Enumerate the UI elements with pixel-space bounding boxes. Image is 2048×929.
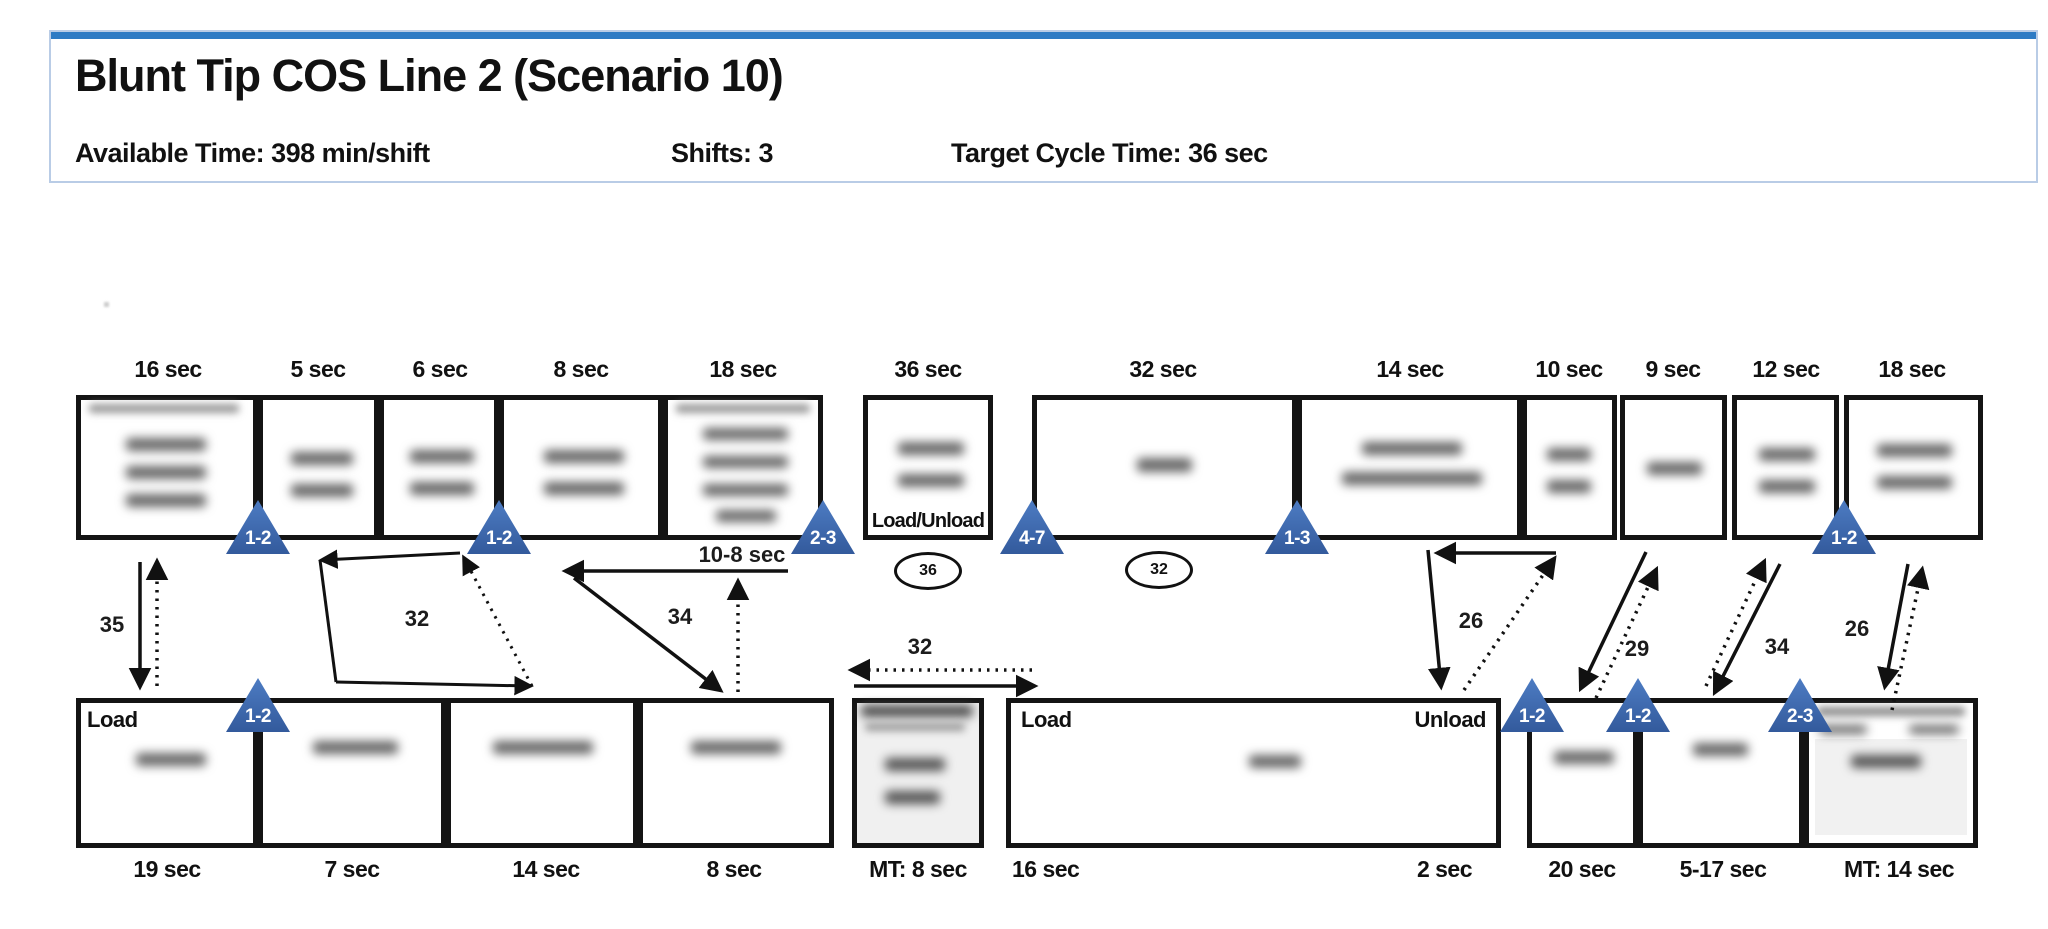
station-box bbox=[1297, 395, 1522, 540]
station-time-label: 12 sec bbox=[1752, 356, 1820, 382]
station-time-label: 18 sec bbox=[1878, 356, 1946, 382]
walk-time-label: 29 bbox=[1624, 636, 1650, 661]
operator-range-label: 4-7 bbox=[1019, 528, 1045, 549]
station-time-label: 19 sec bbox=[133, 856, 201, 882]
operator-range-label: 1-2 bbox=[245, 706, 271, 727]
machine-time-label: MT: 8 sec bbox=[869, 856, 967, 882]
walk-time-label: 26 bbox=[1844, 616, 1870, 641]
wip-oval: 32 bbox=[1125, 551, 1193, 589]
walk-time-label: 35 bbox=[99, 612, 125, 637]
shifts-label: Shifts: 3 bbox=[671, 138, 774, 168]
station-box bbox=[1638, 698, 1804, 848]
station-box bbox=[1844, 395, 1983, 540]
load-unload-caption: Load/Unload bbox=[871, 510, 985, 532]
operator-range-label: 1-2 bbox=[245, 528, 271, 549]
walk-path-34-right bbox=[1704, 557, 1782, 697]
walk-time-label: 10-8 sec bbox=[698, 542, 786, 567]
walk-time-label: 32 bbox=[404, 606, 430, 631]
station-box bbox=[1620, 395, 1727, 540]
station-time-label: 36 sec bbox=[894, 356, 962, 382]
machine-box-mt bbox=[1804, 698, 1978, 848]
station-time-label: 8 sec bbox=[706, 856, 762, 882]
station-time-label: 2 sec bbox=[1416, 856, 1473, 882]
station-time-label: 10 sec bbox=[1535, 356, 1603, 382]
load-corner-label: Load bbox=[87, 707, 138, 732]
station-box bbox=[446, 698, 638, 848]
walk-time-label: 34 bbox=[667, 604, 693, 629]
station-time-label: 16 sec bbox=[134, 356, 202, 382]
station-time-label: 5-17 sec bbox=[1679, 856, 1767, 882]
station-time-label: 5 sec bbox=[290, 356, 346, 382]
walk-path-35 bbox=[128, 557, 169, 691]
page-title: Blunt Tip COS Line 2 (Scenario 10) bbox=[75, 50, 784, 101]
station-box-load-unload-long: Load Unload bbox=[1006, 698, 1501, 848]
station-time-label: 8 sec bbox=[553, 356, 609, 382]
walk-time-label: 34 bbox=[1764, 634, 1790, 659]
target-cycle-time-label: Target Cycle Time: 36 sec bbox=[951, 138, 1268, 168]
walk-time-label: 26 bbox=[1458, 608, 1484, 633]
station-box bbox=[76, 395, 258, 540]
station-box bbox=[379, 395, 499, 540]
station-box bbox=[1522, 395, 1617, 540]
station-time-label: 16 sec bbox=[1012, 856, 1080, 882]
operator-range-label: 2-3 bbox=[810, 528, 836, 549]
operator-range-label: 1-2 bbox=[1519, 706, 1545, 727]
station-box-load: Load bbox=[76, 698, 258, 848]
walk-path-26-right bbox=[1877, 563, 1930, 711]
station-box bbox=[1732, 395, 1839, 540]
stray-mark bbox=[104, 302, 109, 307]
station-time-label: 18 sec bbox=[709, 356, 777, 382]
station-box bbox=[258, 698, 446, 848]
available-time-label: Available Time: 398 min/shift bbox=[75, 138, 430, 168]
operator-range-label: 1-2 bbox=[1831, 528, 1857, 549]
machine-box-mt bbox=[852, 698, 984, 848]
operator-range-label: 1-3 bbox=[1284, 528, 1310, 549]
header-accent-bar bbox=[51, 32, 2036, 39]
station-box bbox=[1032, 395, 1297, 540]
wip-oval: 36 bbox=[894, 552, 962, 590]
walk-path-29 bbox=[1578, 551, 1659, 699]
station-time-label: 20 sec bbox=[1548, 856, 1616, 882]
walk-path-34-left bbox=[561, 559, 788, 693]
station-box-load-unload: Load/Unload bbox=[863, 395, 993, 540]
operator-range-label: 1-2 bbox=[1625, 706, 1651, 727]
station-time-label: 32 sec bbox=[1129, 356, 1197, 382]
station-time-label: 6 sec bbox=[412, 356, 468, 382]
station-time-label: 14 sec bbox=[1376, 356, 1444, 382]
unload-corner-label: Unload bbox=[1414, 707, 1486, 732]
station-time-label: 7 sec bbox=[324, 856, 380, 882]
operator-range-label: 2-3 bbox=[1787, 706, 1813, 727]
header-panel: Blunt Tip COS Line 2 (Scenario 10) Avail… bbox=[49, 30, 2038, 183]
load-corner-label: Load bbox=[1021, 707, 1072, 732]
station-time-label: 14 sec bbox=[512, 856, 580, 882]
station-box bbox=[258, 395, 379, 540]
station-box bbox=[638, 698, 834, 848]
walk-time-label: 32 bbox=[907, 634, 933, 659]
operator-range-label: 1-2 bbox=[486, 528, 512, 549]
station-time-label: 9 sec bbox=[1645, 356, 1701, 382]
machine-time-label: MT: 14 sec bbox=[1843, 856, 1955, 882]
walk-path-32-center bbox=[847, 658, 1039, 698]
station-box bbox=[663, 395, 823, 540]
station-box bbox=[499, 395, 663, 540]
